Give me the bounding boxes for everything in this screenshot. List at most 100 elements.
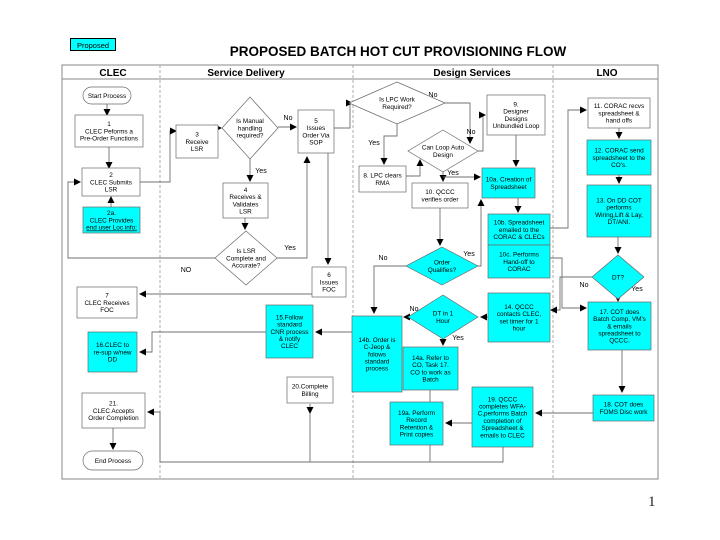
- connector-26: [550, 106, 587, 229]
- dec-dt-shape: [591, 254, 645, 300]
- step-2-shape: [81, 167, 141, 197]
- edge-label-30: No: [410, 306, 419, 313]
- start-shape: [82, 86, 132, 105]
- lane-header-1: Service Delivery: [207, 68, 285, 79]
- step-16-shape: [87, 331, 138, 373]
- edge-label-41: Yes: [631, 286, 643, 293]
- edge-label-19: Yes: [447, 170, 459, 177]
- page-title: PROPOSED BATCH HOT CUT PROVISIONING FLOW: [229, 44, 567, 59]
- step-13-shape: [586, 184, 652, 238]
- connector-15: [147, 408, 504, 463]
- connector-28: [370, 265, 406, 314]
- step-20-shape: [286, 376, 334, 404]
- edge-label-6: No: [284, 115, 293, 122]
- step-10a-shape: [481, 167, 536, 199]
- dec-dt-label: DT?: [612, 274, 625, 281]
- node-dec-dt: DT?: [591, 254, 645, 300]
- step-9-shape: [486, 94, 546, 136]
- connector-27: [550, 257, 587, 312]
- dec-dt-in-1-hour-shape: [407, 294, 479, 340]
- edge-label-21: No: [467, 129, 476, 136]
- step-8-shape: [358, 165, 407, 193]
- edge-label-16: Yes: [368, 140, 380, 147]
- dec-order-qualifies-shape: [405, 246, 479, 286]
- connector-17: [406, 159, 424, 177]
- step-4-shape: [222, 182, 269, 219]
- edge-label-4: NO: [181, 267, 192, 274]
- lane-header-3: LNO: [596, 68, 617, 79]
- step-1-shape: [74, 114, 144, 148]
- start-label: Start Process: [88, 93, 126, 100]
- step-6-shape: [311, 266, 347, 298]
- dec-can-loop-auto-shape: [407, 129, 479, 173]
- step-10-shape: [411, 182, 469, 209]
- step-14a-shape: [402, 346, 459, 391]
- step-10b-shape: [487, 213, 551, 246]
- edge-label-42: No: [580, 282, 589, 289]
- step-19-shape: [471, 386, 534, 448]
- node-start: Start Process: [82, 86, 132, 105]
- connector-3: [140, 127, 177, 183]
- step-10c-shape: [487, 244, 551, 279]
- step-19a-shape: [389, 401, 444, 446]
- lane-header-0: CLEC: [99, 68, 126, 79]
- step-7-shape: [76, 286, 138, 319]
- step-5-shape: [297, 109, 335, 154]
- page-number: 1: [648, 494, 656, 510]
- edge-label-9: Yes: [284, 245, 296, 252]
- step-14b-shape: [351, 315, 403, 393]
- connector-16: [380, 124, 398, 165]
- connector-42: [550, 276, 592, 314]
- connector-4: [67, 178, 215, 259]
